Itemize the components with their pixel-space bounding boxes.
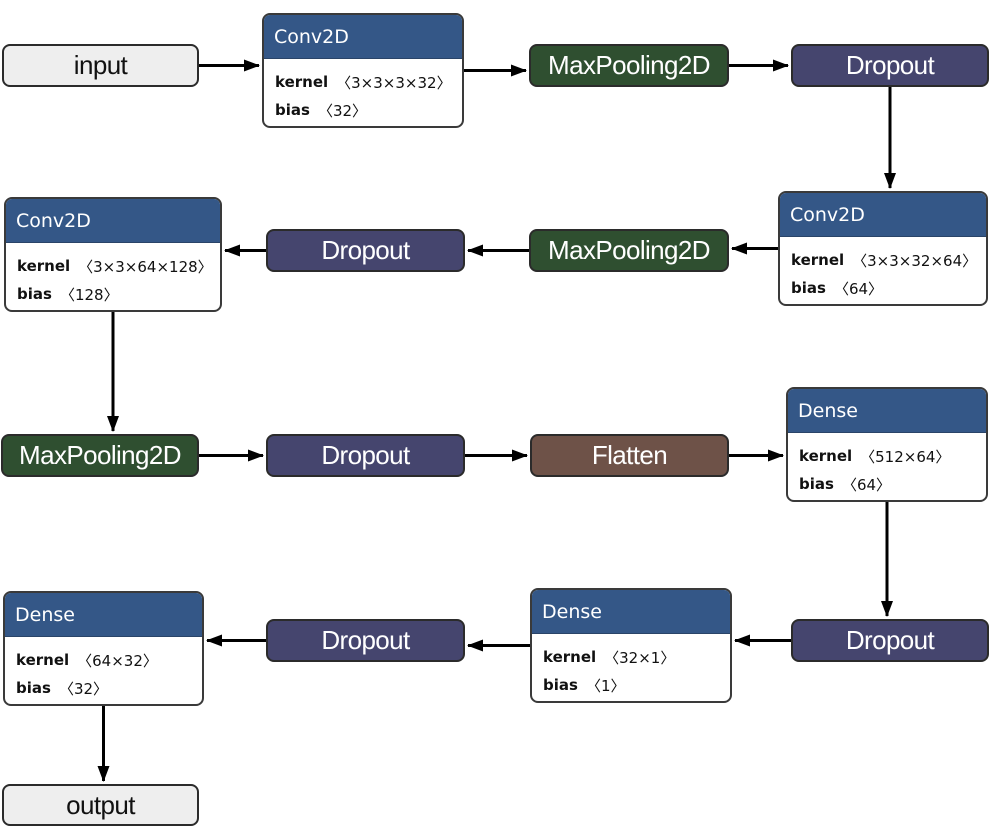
maxpooling2d-layer-2[interactable]: MaxPooling2D [529,229,729,272]
kernel-key: kernel [791,251,845,269]
flatten-layer[interactable]: Flatten [530,434,729,477]
output-node[interactable]: output [2,784,199,826]
kernel-key: kernel [799,447,853,465]
kernel-shape: 〈3×3×32×64〉 [852,251,978,270]
bias-key: bias [275,101,310,119]
bias-shape: 〈64〉 [841,475,892,494]
kernel-shape: 〈3×3×64×128〉 [78,257,213,276]
bias-shape: 〈1〉 [585,676,626,695]
maxpooling2d-layer-3[interactable]: MaxPooling2D [1,434,199,477]
dropout-layer-5[interactable]: Dropout [266,619,465,662]
layer-title: Conv2D [6,199,220,243]
bias-key: bias [16,679,51,697]
bias-shape: 〈32〉 [58,679,109,698]
bias-shape: 〈32〉 [317,101,368,120]
input-node[interactable]: input [2,44,199,87]
bias-key: bias [791,279,826,297]
bias-key: bias [17,285,52,303]
layer-title: Dense [532,590,730,634]
dropout-layer-4[interactable]: Dropout [791,619,989,662]
layer-title: Conv2D [264,15,462,59]
maxpooling2d-layer-1[interactable]: MaxPooling2D [529,44,729,87]
kernel-shape: 〈32×1〉 [604,648,676,667]
kernel-key: kernel [275,73,329,91]
dropout-layer-2[interactable]: Dropout [266,229,465,272]
conv2d-layer-2[interactable]: Conv2D kernel 〈3×3×32×64〉 bias 〈64〉 [778,191,988,306]
dense-layer-2[interactable]: Dense kernel 〈32×1〉 bias 〈1〉 [530,588,732,703]
layer-title: Dense [788,389,986,433]
bias-key: bias [799,475,834,493]
dense-layer-1[interactable]: Dense kernel 〈512×64〉 bias 〈64〉 [786,387,988,502]
kernel-key: kernel [16,651,70,669]
dropout-layer-1[interactable]: Dropout [791,44,989,87]
kernel-key: kernel [543,648,597,666]
kernel-key: kernel [17,257,71,275]
dropout-layer-3[interactable]: Dropout [266,434,465,477]
bias-key: bias [543,676,578,694]
kernel-shape: 〈3×3×3×32〉 [336,73,452,92]
layer-title: Conv2D [780,193,986,237]
bias-shape: 〈64〉 [833,279,884,298]
kernel-shape: 〈512×64〉 [860,447,951,466]
conv2d-layer-3[interactable]: Conv2D kernel 〈3×3×64×128〉 bias 〈128〉 [4,197,222,312]
bias-shape: 〈128〉 [59,285,119,304]
dense-layer-3[interactable]: Dense kernel 〈64×32〉 bias 〈32〉 [3,591,204,706]
kernel-shape: 〈64×32〉 [77,651,158,670]
layer-title: Dense [5,593,202,637]
conv2d-layer-1[interactable]: Conv2D kernel 〈3×3×3×32〉 bias 〈32〉 [262,13,464,128]
